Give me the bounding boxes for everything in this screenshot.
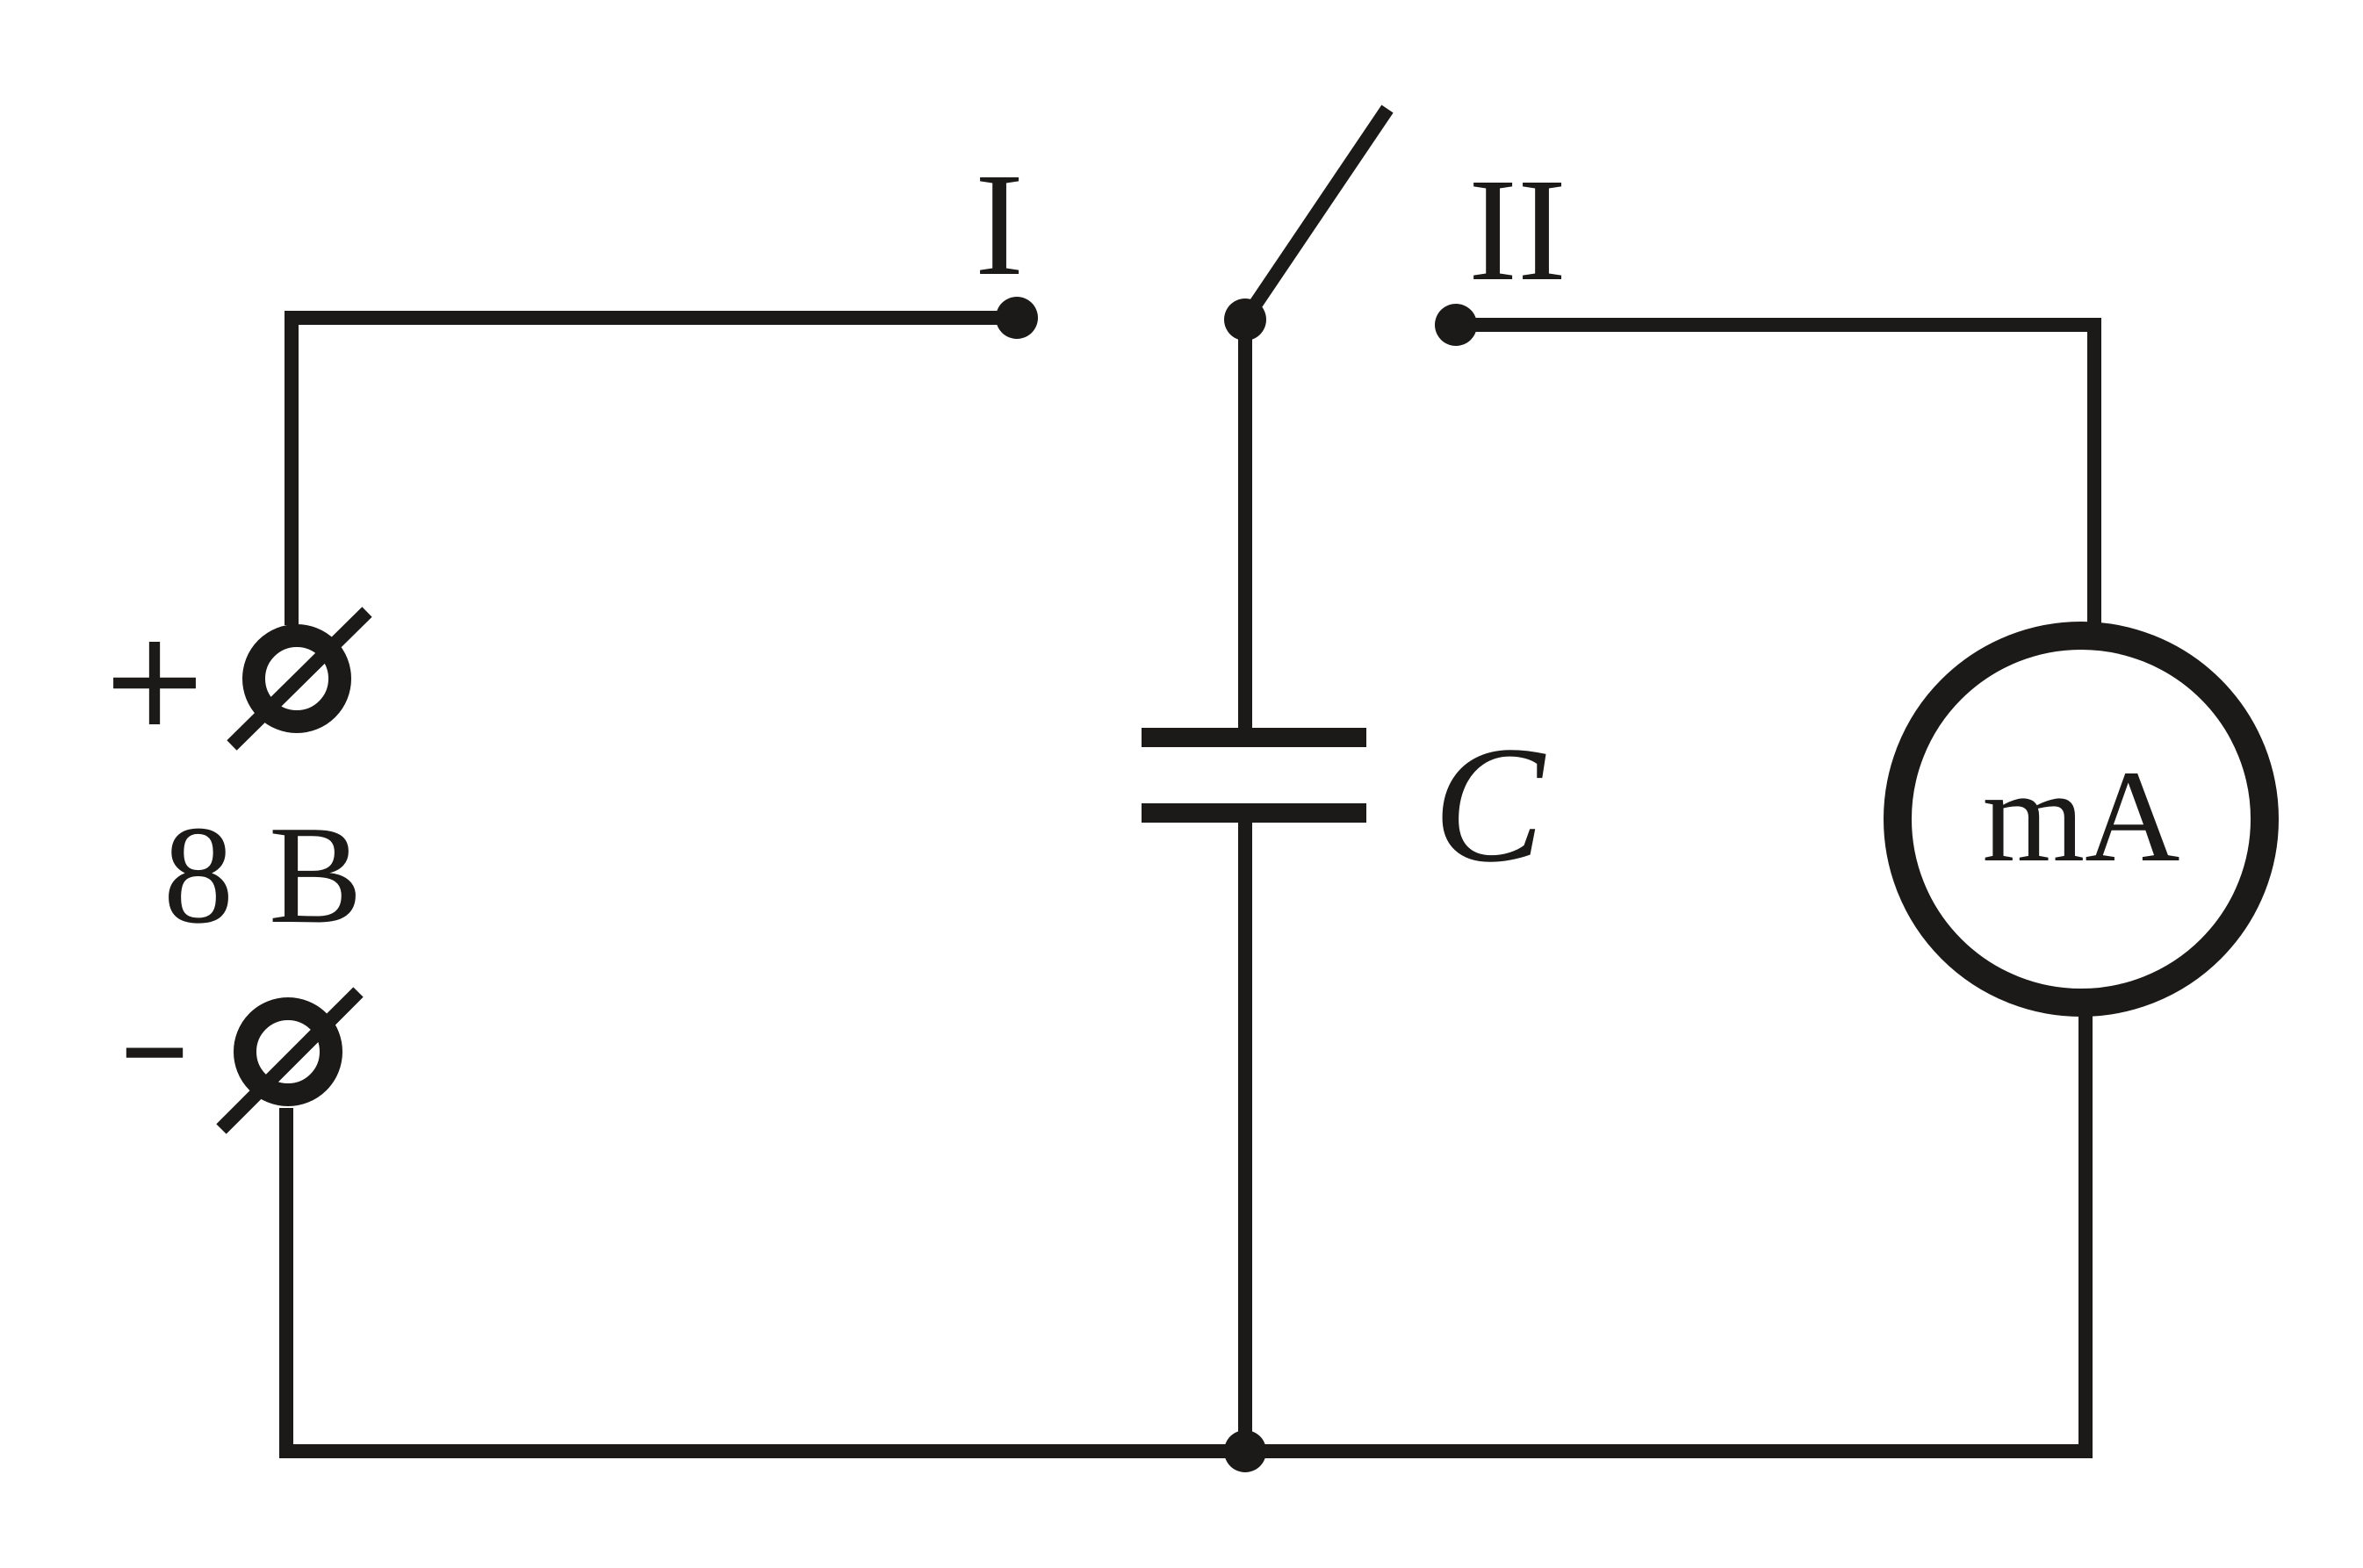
- switch-label-1: I: [975, 143, 1024, 306]
- junction-node: [1224, 1430, 1266, 1472]
- plus-terminal-slash: [227, 607, 372, 751]
- switch-label-2: II: [1468, 148, 1567, 312]
- plus-terminal: [227, 607, 372, 751]
- minus-terminal-slash: [216, 987, 364, 1134]
- switch-pivot: [1224, 298, 1266, 341]
- plus-terminal-ring: [242, 624, 351, 733]
- wire-contact-2-to-ammeter: [1458, 318, 2101, 630]
- minus-sign: –: [119, 960, 190, 1125]
- wire-ammeter-to-bottom: [1245, 1003, 2093, 1458]
- plus-sign: +: [99, 603, 210, 756]
- switch-contact-2: [1435, 304, 1477, 346]
- ammeter-label: mA: [1983, 744, 2180, 889]
- capacitor-label: C: [1433, 713, 1546, 897]
- switch-blade: [1239, 104, 1394, 324]
- ammeter: mA: [1884, 622, 2279, 1017]
- capacitor: C: [1142, 713, 1546, 897]
- battery: + 8 В –: [99, 603, 372, 1134]
- wire-minus-to-junction: [279, 1108, 1245, 1458]
- switch-contact-1: [996, 297, 1038, 339]
- ammeter-ring: [1884, 622, 2279, 1017]
- wire-plus-to-contact-1: [285, 311, 1014, 625]
- minus-terminal-ring: [234, 997, 342, 1106]
- voltage-label: 8 В: [163, 796, 363, 953]
- switch: I II: [975, 104, 1567, 346]
- wires: [279, 311, 2101, 1458]
- minus-terminal: [216, 987, 364, 1134]
